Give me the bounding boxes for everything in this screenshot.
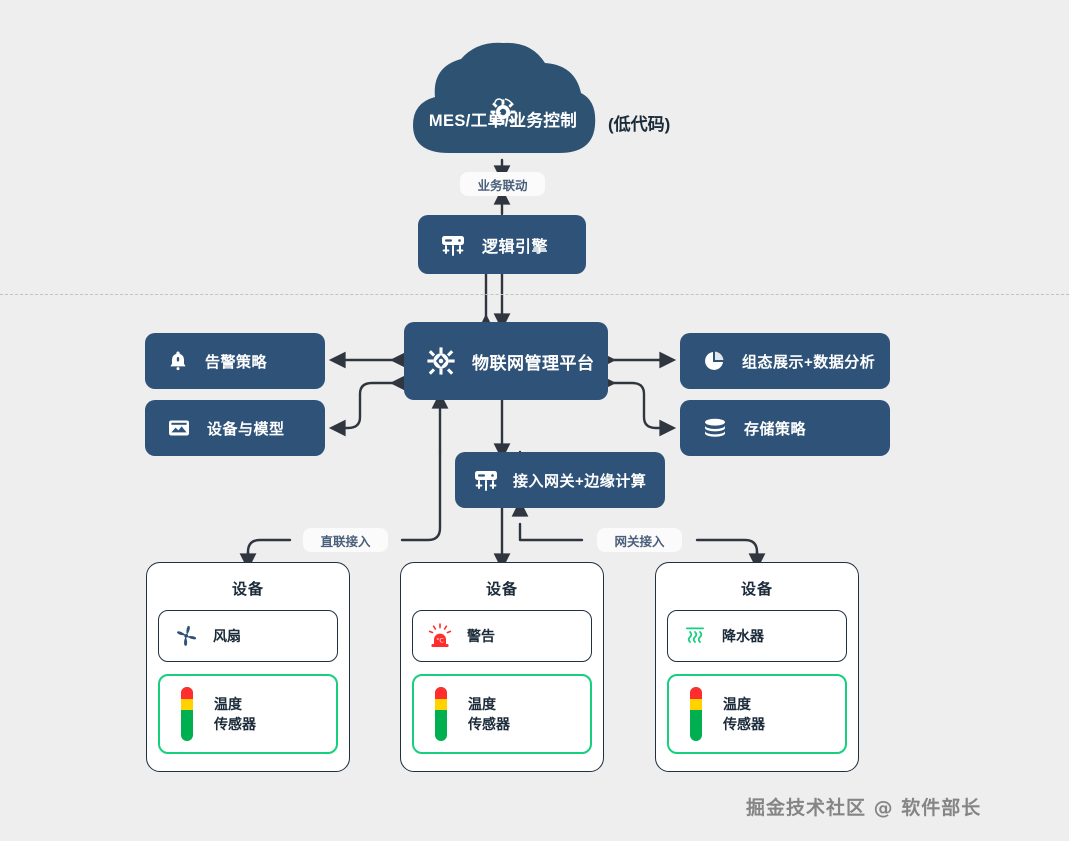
device-card-1-sensor-label: 温度 传感器 (214, 694, 256, 735)
device-card-2[interactable]: 设备 °C 警告 (400, 562, 604, 772)
sensor-line-1: 温度 (723, 695, 751, 712)
device-card-1[interactable]: 设备 风扇 (146, 562, 350, 772)
node-storage-policy[interactable]: 存储策略 (680, 400, 890, 456)
wire-platform-devicemodel (328, 374, 407, 437)
node-logic-engine-label: 逻辑引擎 (482, 238, 549, 256)
cloud-gear-icon (483, 92, 523, 132)
temperature-sensor-icon (679, 685, 713, 743)
sensor-line-2: 传感器 (214, 716, 256, 732)
svg-text:°C: °C (436, 636, 443, 644)
sensor-line-2: 传感器 (468, 716, 510, 732)
device-card-3-actuator[interactable]: 降水器 (667, 610, 847, 662)
device-model-icon (167, 417, 191, 439)
wire-direct-rail (400, 450, 442, 542)
cloud-label: MES/工单/业务控制 (428, 112, 578, 130)
sensor-line-2: 传感器 (723, 716, 765, 732)
device-card-2-actuator[interactable]: °C 警告 (412, 610, 592, 662)
device-card-1-title: 设备 (231, 581, 264, 598)
sensor-line-1: 温度 (468, 695, 496, 712)
wire-gateway-card3 (695, 538, 759, 564)
cloud-node-mes[interactable]: MES/工单/业务控制 (405, 35, 601, 160)
temperature-sensor-icon (170, 685, 204, 743)
device-card-3-title: 设备 (740, 581, 773, 598)
zone-divider (0, 294, 1069, 295)
edge-label-gateway-access: 网关接入 (597, 528, 682, 552)
node-gateway-edge-label: 接入网关+边缘计算 (513, 472, 647, 490)
wire-platform-storage (599, 374, 677, 437)
pie-chart-icon (702, 349, 726, 373)
gateway-icon (440, 233, 466, 257)
node-storage-policy-label: 存储策略 (744, 420, 807, 438)
cloud-shape (413, 42, 596, 153)
fan-icon (169, 622, 203, 650)
wire-gateway-rail (518, 522, 584, 542)
watermark: 掘金技术社区 @ 软件部长 (746, 797, 982, 819)
device-card-1-sensor[interactable]: 温度 传感器 (158, 674, 338, 754)
edge-label-direct-access: 直联接入 (303, 528, 388, 552)
device-card-1-actuator-label: 风扇 (213, 627, 241, 644)
edge-label-business-linkage: 业务联动 (460, 172, 545, 196)
device-card-2-actuator-label: 警告 (467, 627, 495, 644)
node-logic-engine[interactable]: 逻辑引擎 (418, 215, 586, 274)
device-card-2-sensor[interactable]: 温度 传感器 (412, 674, 592, 754)
temperature-sensor-icon (424, 685, 458, 743)
device-card-2-title: 设备 (485, 581, 518, 598)
humidifier-icon (678, 622, 712, 650)
device-card-3[interactable]: 设备 降水器 (655, 562, 859, 772)
node-iot-platform-label: 物联网管理平台 (472, 353, 595, 373)
node-gateway-edge[interactable]: 接入网关+边缘计算 (455, 452, 665, 508)
alarm-beacon-icon: °C (423, 621, 457, 651)
device-card-3-sensor-label: 温度 传感器 (723, 694, 765, 735)
node-device-model-label: 设备与模型 (207, 420, 285, 438)
device-card-3-sensor[interactable]: 温度 传感器 (667, 674, 847, 754)
node-visualization[interactable]: 组态展示+数据分析 (680, 333, 890, 389)
node-alarm-policy-label: 告警策略 (205, 353, 268, 371)
low-code-note: (低代码) (608, 115, 671, 134)
node-device-model[interactable]: 设备与模型 (145, 400, 325, 456)
gateway-icon (473, 468, 499, 492)
database-icon (702, 417, 728, 439)
wire-direct-card1 (246, 538, 292, 564)
node-alarm-policy[interactable]: 告警策略 (145, 333, 325, 389)
device-card-3-actuator-label: 降水器 (722, 627, 764, 644)
node-visualization-label: 组态展示+数据分析 (742, 353, 876, 371)
sensor-line-1: 温度 (214, 695, 242, 712)
device-card-2-sensor-label: 温度 传感器 (468, 694, 510, 735)
bell-icon (167, 349, 189, 373)
node-iot-platform[interactable]: 物联网管理平台 (404, 322, 608, 400)
device-card-1-actuator[interactable]: 风扇 (158, 610, 338, 662)
gear-icon (424, 344, 458, 378)
